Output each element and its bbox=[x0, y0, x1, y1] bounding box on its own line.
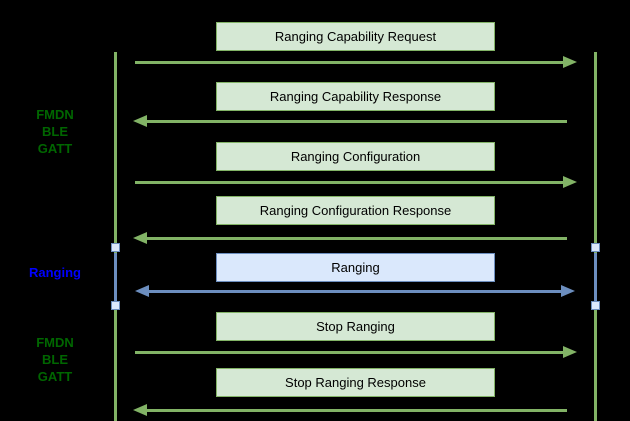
message-row-stop-ranging: Stop Ranging bbox=[0, 312, 630, 367]
arrowhead-left-icon bbox=[133, 404, 147, 416]
message-label: Ranging bbox=[331, 260, 380, 275]
arrowhead-left-icon bbox=[133, 115, 147, 127]
arrow-shaft bbox=[147, 408, 567, 412]
message-row-stop-ranging-response: Stop Ranging Response bbox=[0, 368, 630, 421]
ranging-start-marker-left bbox=[110, 243, 120, 252]
phase-label-ranging: Ranging bbox=[29, 265, 81, 280]
message-label: Stop Ranging Response bbox=[285, 375, 426, 390]
message-box: Ranging bbox=[216, 253, 495, 282]
phase-label-fmdn-ble-gatt-bottom: FMDN BLE GATT bbox=[36, 335, 74, 384]
ranging-start-marker-right bbox=[590, 243, 600, 252]
arrow-shaft bbox=[135, 60, 564, 64]
arrow-shaft bbox=[147, 119, 567, 123]
message-label: Ranging Configuration bbox=[290, 149, 421, 164]
lifeline-right bbox=[590, 0, 600, 421]
message-arrow-left bbox=[133, 115, 577, 127]
ranging-end-marker-left bbox=[110, 301, 120, 310]
message-row-ranging-capability-request: Ranging Capability Request bbox=[0, 22, 630, 77]
lifeline-left-segment-bottom bbox=[114, 302, 117, 421]
phase-label-fmdn-ble-gatt-top: FMDN BLE GATT bbox=[36, 107, 74, 156]
arrowhead-right-icon bbox=[563, 176, 577, 188]
message-row-ranging-capability-response: Ranging Capability Response bbox=[0, 82, 630, 137]
lifeline-left-segment-ranging bbox=[114, 253, 117, 302]
arrowhead-left-icon bbox=[133, 232, 147, 244]
arrowhead-right-icon bbox=[561, 285, 575, 297]
lifeline-right-segment-top bbox=[594, 52, 597, 253]
message-arrow-left bbox=[133, 404, 577, 416]
arrowhead-right-icon bbox=[563, 56, 577, 68]
message-box: Stop Ranging bbox=[216, 312, 495, 341]
message-label: Ranging Configuration Response bbox=[259, 203, 452, 218]
lifeline-left bbox=[110, 0, 120, 421]
message-label: Ranging Capability Request bbox=[274, 29, 437, 44]
message-arrow-right bbox=[133, 176, 577, 188]
arrow-shaft bbox=[135, 180, 564, 184]
message-row-ranging-configuration: Ranging Configuration bbox=[0, 142, 630, 197]
message-box: Ranging Configuration bbox=[216, 142, 495, 171]
message-box: Ranging Capability Request bbox=[216, 22, 495, 51]
message-arrow-bidirectional bbox=[133, 285, 577, 297]
message-row-ranging: Ranging bbox=[0, 253, 630, 308]
arrow-shaft bbox=[147, 236, 567, 240]
arrow-shaft bbox=[135, 350, 564, 354]
message-box: Ranging Configuration Response bbox=[216, 196, 495, 225]
lifeline-right-segment-bottom bbox=[594, 302, 597, 421]
ranging-end-marker-right bbox=[590, 301, 600, 310]
message-arrow-right bbox=[133, 56, 577, 68]
message-row-ranging-configuration-response: Ranging Configuration Response bbox=[0, 196, 630, 251]
arrowhead-right-icon bbox=[563, 346, 577, 358]
lifeline-left-segment-top bbox=[114, 52, 117, 253]
message-box: Stop Ranging Response bbox=[216, 368, 495, 397]
lifeline-right-segment-ranging bbox=[594, 253, 597, 302]
arrow-shaft bbox=[149, 289, 561, 293]
arrowhead-left-icon bbox=[135, 285, 149, 297]
message-label: Ranging Capability Response bbox=[269, 89, 442, 104]
message-label: Stop Ranging bbox=[316, 319, 395, 334]
message-arrow-left bbox=[133, 232, 577, 244]
message-arrow-right bbox=[133, 346, 577, 358]
message-box: Ranging Capability Response bbox=[216, 82, 495, 111]
